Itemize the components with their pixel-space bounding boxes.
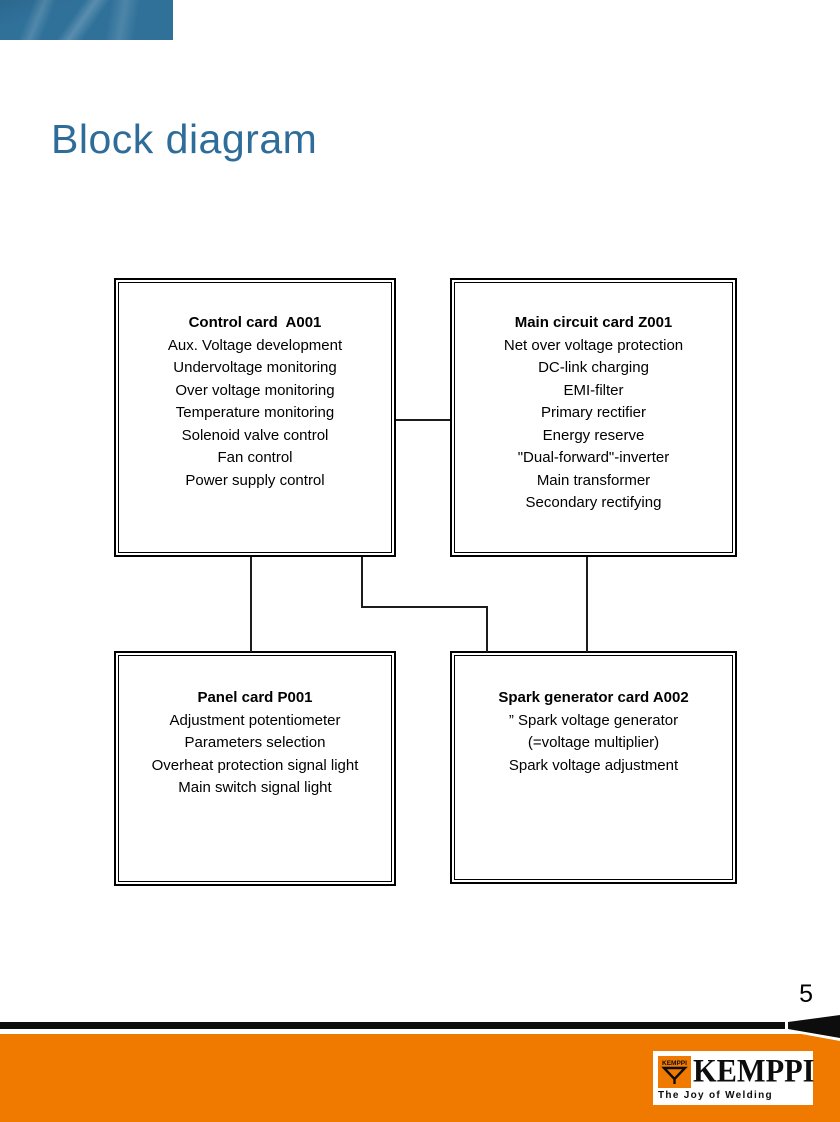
diagram-box-spark-generator-card: Spark generator card A002 ” Spark voltag…: [450, 651, 737, 884]
page-title: Block diagram: [51, 116, 318, 162]
connector-control-to-maincircuit: [396, 419, 450, 421]
kemppi-funnel-icon: KEMPPI: [661, 1060, 688, 1084]
diagram-box-inner-border: Control card A001 Aux. Voltage developme…: [118, 282, 392, 553]
box-line: ” Spark voltage generator: [508, 711, 679, 729]
box-line: Energy reserve: [542, 426, 645, 444]
box-title: Control card A001: [188, 314, 322, 331]
connector-control-to-panel: [250, 557, 252, 652]
diagram-box-inner-border: Main circuit card Z001 Net over voltage …: [454, 282, 733, 553]
box-line: "Dual-forward"-inverter: [517, 449, 670, 466]
box-line: Net over voltage protection: [503, 336, 684, 354]
box-line: Spark voltage adjustment: [508, 756, 679, 774]
box-line: Temperature monitoring: [175, 404, 335, 421]
page-number: 5: [799, 980, 813, 1008]
box-line: Main switch signal light: [178, 779, 332, 796]
box-line: Parameters selection: [184, 734, 326, 751]
kemppi-logo: KEMPPI KEMPPI The Joy of Welding: [653, 1051, 815, 1105]
box-title: Panel card P001: [197, 689, 313, 706]
box-line: Overheat protection signal light: [151, 756, 359, 774]
kemppi-badge-text: KEMPPI: [662, 1060, 687, 1067]
connector-maincircuit-to-spark: [586, 557, 588, 652]
connector-control-to-spark-segment-3: [486, 606, 488, 652]
connector-control-to-spark-segment-2: [361, 606, 488, 608]
box-line: Adjustment potentiometer: [169, 711, 341, 729]
diagram-box-inner-border: Panel card P001 Adjustment potentiometer…: [118, 655, 392, 882]
box-line: Undervoltage monitoring: [173, 359, 337, 376]
kemppi-wordmark: KEMPPI: [693, 1052, 815, 1089]
diagram-box-main-circuit-card: Main circuit card Z001 Net over voltage …: [450, 278, 737, 557]
box-line: (=voltage multiplier): [527, 734, 660, 751]
connector-control-to-spark-segment-1: [361, 557, 363, 608]
box-line: Fan control: [217, 449, 293, 466]
box-line: Aux. Voltage development: [167, 336, 343, 354]
box-line: Solenoid valve control: [181, 426, 329, 444]
box-line: Over voltage monitoring: [175, 381, 335, 399]
box-line: Secondary rectifying: [525, 494, 662, 511]
box-title: Main circuit card Z001: [514, 314, 673, 331]
kemppi-badge: KEMPPI: [658, 1056, 691, 1088]
kemppi-tagline: The Joy of Welding: [658, 1090, 773, 1101]
box-lines: ” Spark voltage generator (=voltage multi…: [455, 710, 732, 778]
box-line: Power supply control: [185, 471, 325, 489]
box-line: Primary rectifier: [540, 404, 646, 421]
footer-wedge-shape: [785, 1012, 840, 1041]
footer-black-bar: [0, 1022, 840, 1029]
header-banner-image: [0, 0, 173, 40]
box-line: EMI-filter: [563, 381, 624, 399]
box-line: DC-link charging: [538, 359, 649, 376]
diagram-box-panel-card: Panel card P001 Adjustment potentiometer…: [114, 651, 396, 886]
box-title: Spark generator card A002: [498, 689, 689, 706]
box-line: Main transformer: [536, 471, 651, 489]
diagram-box-inner-border: Spark generator card A002 ” Spark voltag…: [454, 655, 733, 880]
diagram-box-control-card: Control card A001 Aux. Voltage developme…: [114, 278, 396, 557]
